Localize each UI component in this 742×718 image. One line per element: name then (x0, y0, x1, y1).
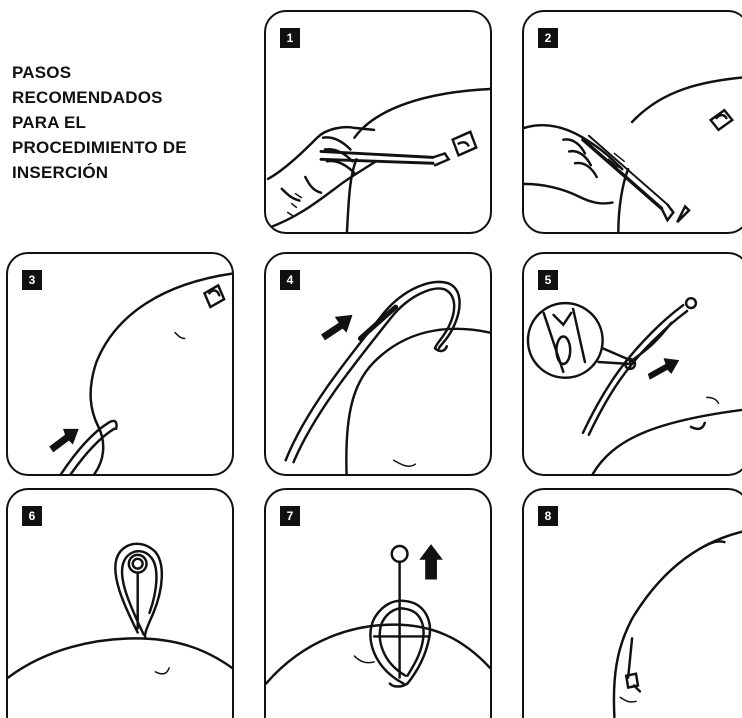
step-number-badge: 1 (280, 28, 300, 48)
title-line: INSERCIÓN (12, 160, 242, 185)
step-number-badge: 5 (538, 270, 558, 290)
step-4-panel: 4 (264, 252, 492, 476)
step-7-panel: 7 (264, 488, 492, 718)
procedure-title: PASOS RECOMENDADOS PARA EL PROCEDIMIENTO… (12, 60, 242, 185)
step-6-panel: 6 (6, 488, 234, 718)
step-number-badge: 3 (22, 270, 42, 290)
step-number-badge: 7 (280, 506, 300, 526)
step-8-panel: 8 (522, 488, 742, 718)
step-number-badge: 8 (538, 506, 558, 526)
step-number-badge: 4 (280, 270, 300, 290)
step-2-panel: 2 (522, 10, 742, 234)
title-line: RECOMENDADOS (12, 85, 242, 110)
step-1-panel: 1 (264, 10, 492, 234)
title-line: PASOS (12, 60, 242, 85)
step-number-badge: 6 (22, 506, 42, 526)
step-3-panel: 3 (6, 252, 234, 476)
title-line: PARA EL (12, 110, 242, 135)
step-number-badge: 2 (538, 28, 558, 48)
step-5-panel: 5 (522, 252, 742, 476)
title-line: PROCEDIMIENTO DE (12, 135, 242, 160)
